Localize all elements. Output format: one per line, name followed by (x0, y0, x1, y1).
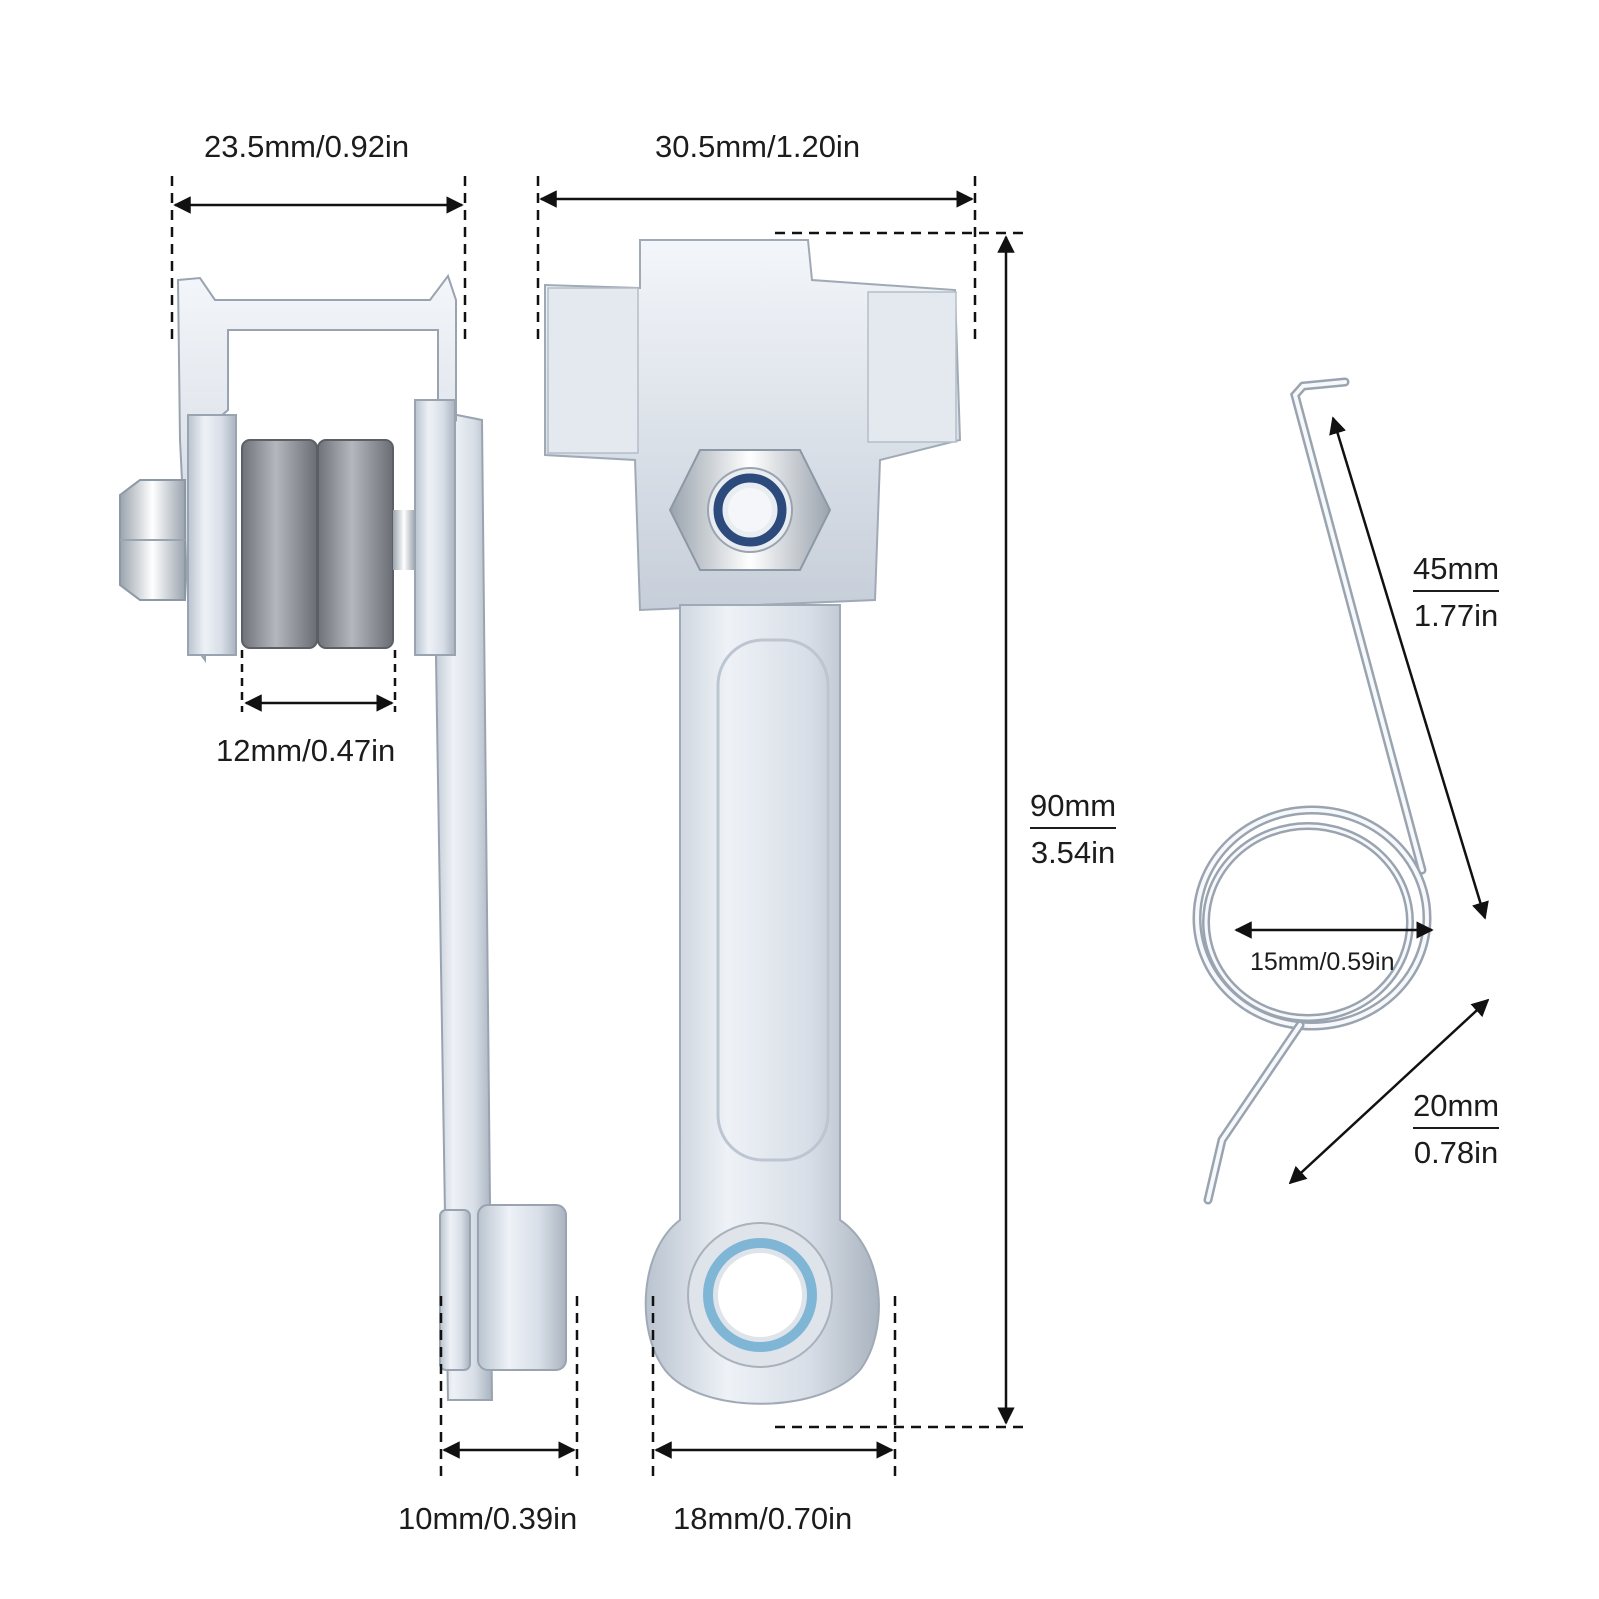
arm-length-mm: 90mm (1030, 790, 1117, 829)
dimension-lines (170, 176, 1490, 1482)
spring-coil-diameter-label: 15mm/0.59in (1250, 948, 1395, 976)
arm-length-in: 3.54in (1030, 835, 1116, 870)
spring-short-leg-mm: 20mm (1413, 1090, 1500, 1129)
roller-bracket-width-label: 23.5mm/0.92in (204, 129, 410, 164)
arm-top-width-label: 30.5mm/1.20in (655, 129, 861, 164)
bearing-width-label: 12mm/0.47in (216, 733, 396, 768)
spring-long-leg-label: 45mm 1.77in (1413, 553, 1500, 633)
spring-short-leg-label: 20mm 0.78in (1413, 1090, 1500, 1170)
bearing-left-icon (241, 439, 318, 649)
spring-long-leg-in: 1.77in (1413, 598, 1499, 633)
lower-roller-width-label: 10mm/0.39in (398, 1501, 578, 1536)
bearing-right-icon (317, 439, 394, 649)
torsion-spring-part (1192, 377, 1432, 1205)
tensioner-arm-part (544, 239, 962, 1405)
spring-short-leg-in: 0.78in (1413, 1135, 1499, 1170)
roller-bracket-part (119, 273, 567, 1401)
arm-length-label: 90mm 3.54in (1030, 790, 1117, 870)
spring-long-leg-mm: 45mm (1413, 553, 1500, 592)
arm-end-width-label: 18mm/0.70in (673, 1501, 853, 1536)
